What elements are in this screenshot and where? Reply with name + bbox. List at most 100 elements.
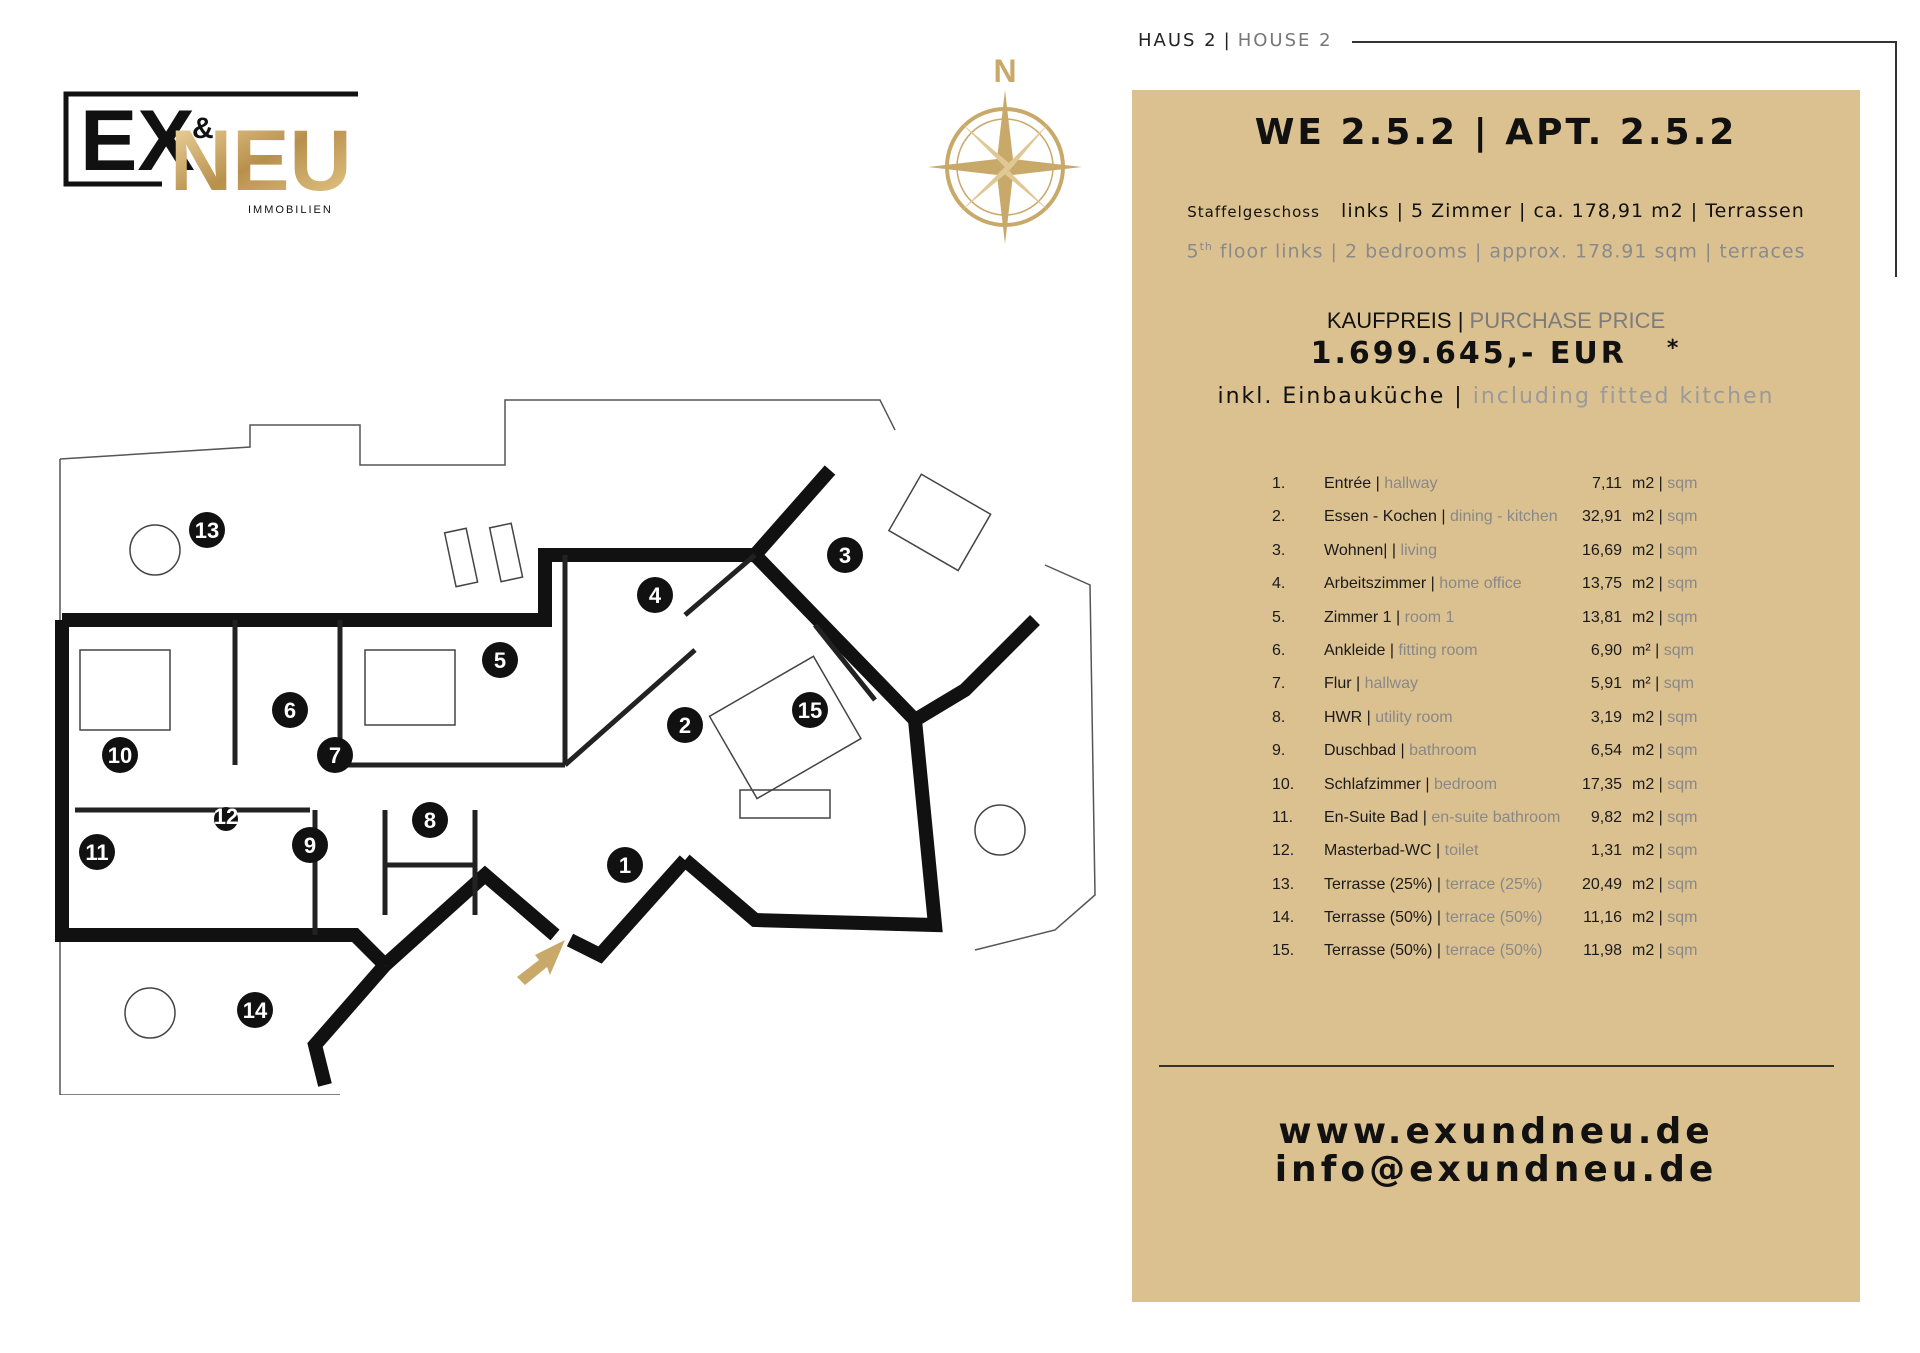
svg-text:3: 3 [839, 543, 851, 568]
room-badge-8: 8 [412, 802, 448, 838]
sofa-furniture [887, 473, 992, 572]
room-number: 11. [1272, 808, 1294, 826]
room-unit: m2 | sqm [1632, 742, 1698, 760]
dining-table [708, 655, 862, 800]
room-number: 4. [1272, 575, 1286, 593]
room-row: 13. Terrasse (25%) | terrace (25%) 20,49 m2… [1272, 876, 1792, 909]
compass-north-label: N [993, 53, 1016, 89]
room-unit: m2 | sqm [1632, 708, 1698, 726]
compass-rose: N [925, 52, 1085, 252]
contact-block: www.exundneu.de info@exundneu.de [1132, 1113, 1860, 1189]
room-unit: m2 | sqm [1632, 508, 1698, 526]
brand-logo: EX & NEU IMMOBILIEN [62, 88, 362, 223]
svg-text:5: 5 [494, 648, 506, 673]
terrace-table [129, 524, 181, 576]
room-name: Flur | hallway [1324, 675, 1418, 693]
bed-furniture [364, 649, 456, 726]
room-area: 5,91 [1590, 675, 1622, 693]
info-panel: WE 2.5.2 | APT. 2.5.2 Staffelgeschoss li… [1132, 90, 1860, 1302]
sun-lounger [443, 527, 479, 588]
room-unit: m2 | sqm [1632, 808, 1698, 826]
room-unit: m2 | sqm [1632, 575, 1698, 593]
interior-walls [75, 553, 877, 935]
svg-text:10: 10 [108, 743, 132, 768]
svg-text:13: 13 [195, 518, 219, 543]
kitchen-note: inkl. Einbauküche | including fitted kit… [1217, 384, 1775, 409]
room-unit: m2 | sqm [1632, 875, 1698, 893]
room-badge-10: 10 [102, 737, 138, 773]
room-area: 9,82 [1590, 808, 1622, 826]
room-badge-14: 14 [237, 992, 273, 1028]
svg-text:7: 7 [329, 743, 341, 768]
svg-text:8: 8 [424, 808, 436, 833]
price-label-de: KAUFPREIS [1326, 308, 1452, 333]
description-de-floor: Staffelgeschoss [1187, 203, 1320, 221]
room-unit: m² | sqm [1632, 641, 1694, 659]
room-unit: m2 | sqm [1632, 475, 1698, 492]
bed-furniture [79, 649, 171, 731]
room-unit: m2 | sqm [1632, 608, 1698, 626]
description-de-rest: links | 5 Zimmer | ca. 178,91 m2 | Terra… [1341, 200, 1805, 222]
room-name: Terrasse (50%) | terrace (50%) [1324, 909, 1543, 927]
svg-text:14: 14 [243, 998, 268, 1023]
furniture [79, 473, 1026, 1039]
room-area: 11,98 [1583, 942, 1622, 960]
svg-text:4: 4 [649, 583, 662, 608]
room-number: 15. [1272, 942, 1295, 960]
room-name: Ankleide | fitting room [1324, 641, 1478, 659]
logo-amp-text: & [192, 112, 214, 145]
logo-neu-text: NEU [170, 113, 352, 209]
room-badge-1: 1 [607, 847, 643, 883]
terrace-outlines [59, 399, 1096, 1096]
room-unit: m2 | sqm [1632, 775, 1698, 793]
room-number: 13. [1272, 875, 1295, 893]
price-amount: 1.699.645,- EUR [1310, 336, 1627, 371]
house-label-de: HAUS 2 [1138, 30, 1218, 51]
svg-text:9: 9 [304, 833, 316, 858]
room-area: 6,54 [1590, 742, 1622, 760]
svg-text:11: 11 [85, 840, 108, 865]
room-name: Zimmer 1 | room 1 [1324, 608, 1455, 626]
panel-divider [1159, 1065, 1834, 1067]
svg-text:6: 6 [284, 698, 296, 723]
house-separator: | [1223, 30, 1232, 51]
room-badge-11: 11 [79, 834, 115, 870]
logo-ex-text: EX [80, 93, 195, 189]
kitchen-en: including fitted kitchen [1472, 384, 1775, 409]
description-en-num: 5 [1186, 240, 1200, 263]
room-area: 20,49 [1581, 875, 1622, 893]
room-row: 11. En-Suite Bad | en-suite bathroom 9,82 m… [1272, 809, 1792, 842]
terrace-table [124, 987, 176, 1039]
room-unit: m2 | sqm [1632, 842, 1698, 860]
house-label: HAUS 2|HOUSE 2 [1138, 30, 1333, 51]
room-number: 6. [1272, 641, 1286, 659]
room-name: En-Suite Bad | en-suite bathroom [1324, 808, 1561, 826]
room-name: Essen - Kochen | dining - kitchen [1324, 508, 1558, 526]
room-badge-15: 15 [792, 692, 828, 728]
website-link[interactable]: www.exundneu.de [1278, 1111, 1714, 1152]
svg-text:12: 12 [214, 804, 238, 829]
room-badge-13: 13 [189, 512, 225, 548]
logo-sub-text: IMMOBILIEN [248, 204, 333, 216]
room-name: Terrasse (25%) | terrace (25%) [1324, 875, 1543, 893]
room-number: 3. [1272, 541, 1286, 559]
apartment-title: WE 2.5.2 | APT. 2.5.2 [1254, 112, 1738, 153]
room-number: 5. [1272, 608, 1286, 626]
email-link[interactable]: info@exundneu.de [1274, 1149, 1718, 1190]
room-number: 8. [1272, 708, 1286, 726]
room-badge-12: 12 [214, 804, 238, 831]
room-name: HWR | utility room [1324, 708, 1453, 726]
room-area: 6,90 [1590, 641, 1622, 659]
room-name: Arbeitszimmer | home office [1324, 575, 1522, 593]
room-unit: m2 | sqm [1632, 942, 1698, 960]
description-en-rest: floor links | 2 bedrooms | approx. 178.9… [1219, 240, 1806, 263]
